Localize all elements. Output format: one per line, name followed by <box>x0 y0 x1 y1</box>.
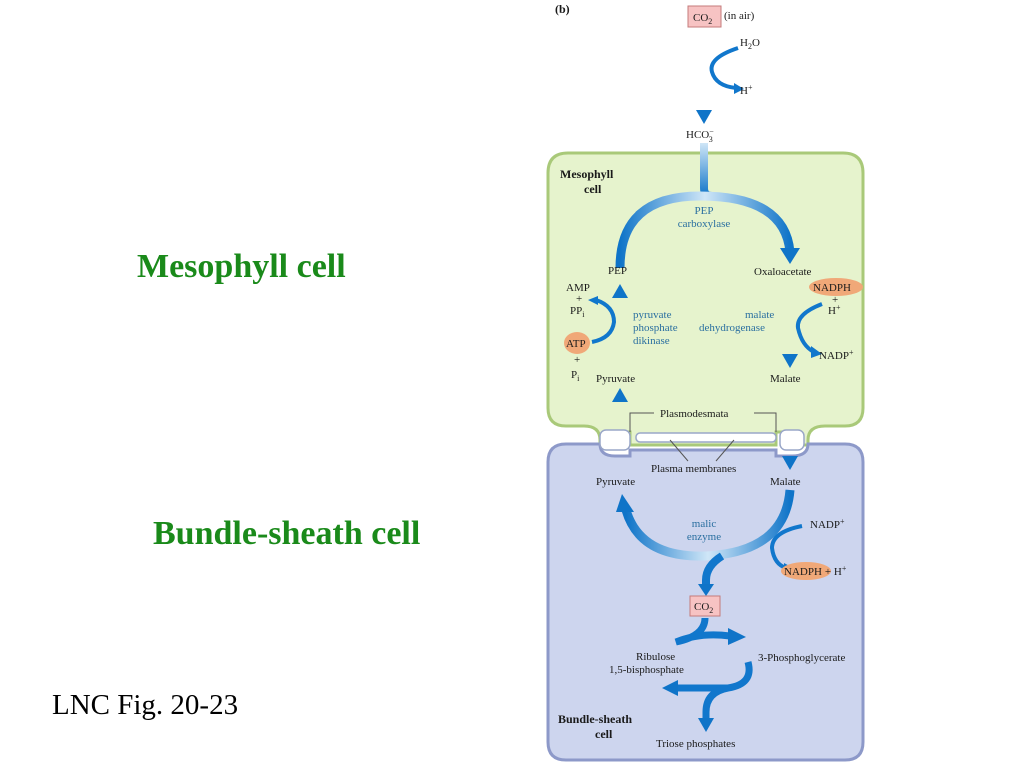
nadph-oval-mesophyll <box>809 278 863 296</box>
ppi-label: PPi <box>570 305 585 319</box>
malic-enzyme-label: malic <box>692 518 717 530</box>
nadp-label-mesophyll: NADP+ <box>819 348 854 362</box>
nadp-side-arrow <box>769 524 803 570</box>
bundle-sheath-cell-label: Bundle-sheath <box>558 712 632 726</box>
in-air-label: (in air) <box>724 10 755 22</box>
bundle-sheath-cell-label-2: cell <box>595 727 613 741</box>
nadp-label-bundle: NADP+ <box>810 517 845 531</box>
plasmodesmata-bracket <box>629 412 777 432</box>
co2-bundle-label: CO2 <box>694 601 713 615</box>
nadph-oval-bundle <box>781 562 831 580</box>
mesophyll-cell-label-2: cell <box>584 182 602 196</box>
pep-carboxylase-label: PEP <box>695 205 714 217</box>
rubp-label-2: 1,5-bisphosphate <box>609 664 684 676</box>
malate-dehydrogenase-label: malate <box>745 309 774 321</box>
plasmodesmata-channel-middle <box>635 432 777 443</box>
figure-caption: LNC Fig. 20-23 <box>52 689 239 721</box>
oxaloacetate-label: Oxaloacetate <box>754 266 812 278</box>
malic-enzyme-label-2: enzyme <box>687 531 721 543</box>
triose-phosphates-label: Triose phosphates <box>656 738 735 750</box>
plus-label-amp: + <box>576 293 582 305</box>
calvin-arrow-to-pga <box>674 617 731 646</box>
nadph-side-arrow <box>795 302 823 354</box>
pyruvate-bundle-label: Pyruvate <box>596 476 635 488</box>
co2-release-arrow <box>702 552 725 586</box>
nadph-label-mesophyll: NADPH <box>813 282 851 294</box>
co2-air-label: CO2 <box>693 12 712 26</box>
pi-label: Pi <box>571 369 580 383</box>
h2o-label: H2O <box>740 37 760 51</box>
mesophyll-cell-heading: Mesophyll cell <box>137 248 346 285</box>
malate-mesophyll-label: Malate <box>770 373 801 385</box>
plasmodesmata-label: Plasmodesmata <box>660 408 729 420</box>
bundle-sheath-cell-heading: Bundle-sheath cell <box>153 515 421 552</box>
malate-bundle-label: Malate <box>770 476 801 488</box>
h-plus-label-mesophyll: H+ <box>828 303 841 317</box>
co2-bundle-box <box>689 595 721 617</box>
amp-label: AMP <box>566 282 590 294</box>
pep-carboxylase-arc <box>615 191 795 269</box>
plasma-membranes-label: Plasma membranes <box>651 463 736 475</box>
co2-air-box <box>687 5 722 28</box>
pep-carboxylase-label-2: carboxylase <box>678 218 731 230</box>
malate-dehydrogenase-label-2: dehydrogenase <box>699 322 765 334</box>
ppdk-label-2: phosphate <box>633 322 678 334</box>
pga-label: 3-Phosphoglycerate <box>758 652 845 664</box>
pep-label: PEP <box>608 265 627 277</box>
atp-side-arrow <box>591 298 617 344</box>
pyruvate-mesophyll-label: Pyruvate <box>596 373 635 385</box>
plus-label-mesophyll: + <box>832 294 838 306</box>
ppdk-label: pyruvate <box>633 309 672 321</box>
calvin-arrow-to-rubp <box>676 661 753 692</box>
hco3-label: HCO−3 <box>686 127 714 144</box>
rubp-label: Ribulose <box>636 651 675 663</box>
h-plus-label: H+ <box>740 83 753 97</box>
malic-enzyme-arc <box>621 489 795 561</box>
nadph-label-bundle: NADPH+ H+ <box>784 564 847 578</box>
plus-label-atp: + <box>574 354 580 366</box>
panel-label: (b) <box>555 2 570 16</box>
atp-oval <box>564 332 590 354</box>
calvin-arrow-to-triose <box>702 684 729 720</box>
plasmodesmata-channel-left <box>599 429 631 451</box>
atp-label: ATP <box>566 338 586 350</box>
mesophyll-cell-label: Mesophyll <box>560 167 614 181</box>
ppdk-label-3: dikinase <box>633 335 670 347</box>
h2o-side-arrow <box>709 46 739 90</box>
